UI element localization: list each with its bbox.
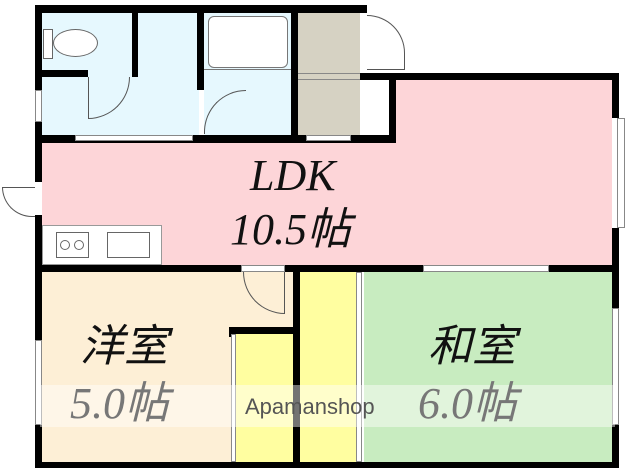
wall <box>35 215 42 340</box>
stove <box>56 232 89 258</box>
western-room-size: 5.0帖 <box>70 379 169 428</box>
door-swing-entry <box>367 15 405 70</box>
wall <box>35 5 42 90</box>
storage-shelf <box>298 79 360 80</box>
window <box>35 90 42 122</box>
wall <box>229 327 236 337</box>
wall <box>42 265 612 272</box>
burner-icon <box>60 240 70 250</box>
bath-divider <box>204 69 292 70</box>
wall <box>612 425 619 468</box>
sliding-door <box>231 334 236 462</box>
entry-hall <box>361 80 389 136</box>
wall <box>42 70 88 77</box>
storage-shelf <box>298 73 360 74</box>
ldk-room-upper <box>396 80 612 144</box>
wall <box>612 228 619 308</box>
wall <box>42 135 395 143</box>
door-opening <box>306 135 351 141</box>
wall <box>132 12 138 77</box>
window <box>35 340 42 425</box>
wall <box>291 12 298 142</box>
japanese-room-name: 和室 <box>428 322 516 371</box>
wall <box>293 272 300 462</box>
toilet-bowl <box>53 29 98 57</box>
burner-icon <box>74 240 84 250</box>
wall <box>35 5 367 13</box>
closet-japanese <box>300 272 356 462</box>
door-opening <box>241 265 285 272</box>
toilet-tank <box>43 29 53 59</box>
japanese-room <box>364 272 612 462</box>
wall <box>35 425 42 467</box>
watermark-text: Apamanshop <box>245 394 375 419</box>
window <box>612 308 619 425</box>
door-opening <box>75 135 193 141</box>
closet-western <box>236 333 293 462</box>
wall <box>360 73 619 80</box>
watermark-band <box>40 385 615 427</box>
bathtub <box>208 16 288 68</box>
ldk-name: LDK <box>250 151 336 200</box>
wall <box>35 122 42 182</box>
wall <box>389 73 396 143</box>
sliding-door <box>356 272 362 462</box>
wall <box>197 12 204 90</box>
western-room-name: 洋室 <box>80 322 168 371</box>
ldk-size: 10.5帖 <box>230 205 351 254</box>
bay-window <box>617 118 625 228</box>
door-swing-side <box>2 187 35 217</box>
wall <box>229 327 293 334</box>
door-opening <box>423 265 549 272</box>
sink <box>107 232 150 258</box>
storage-room <box>298 12 360 136</box>
wall <box>35 462 618 468</box>
japanese-room-size: 6.0帖 <box>418 379 517 428</box>
wall <box>612 73 619 118</box>
